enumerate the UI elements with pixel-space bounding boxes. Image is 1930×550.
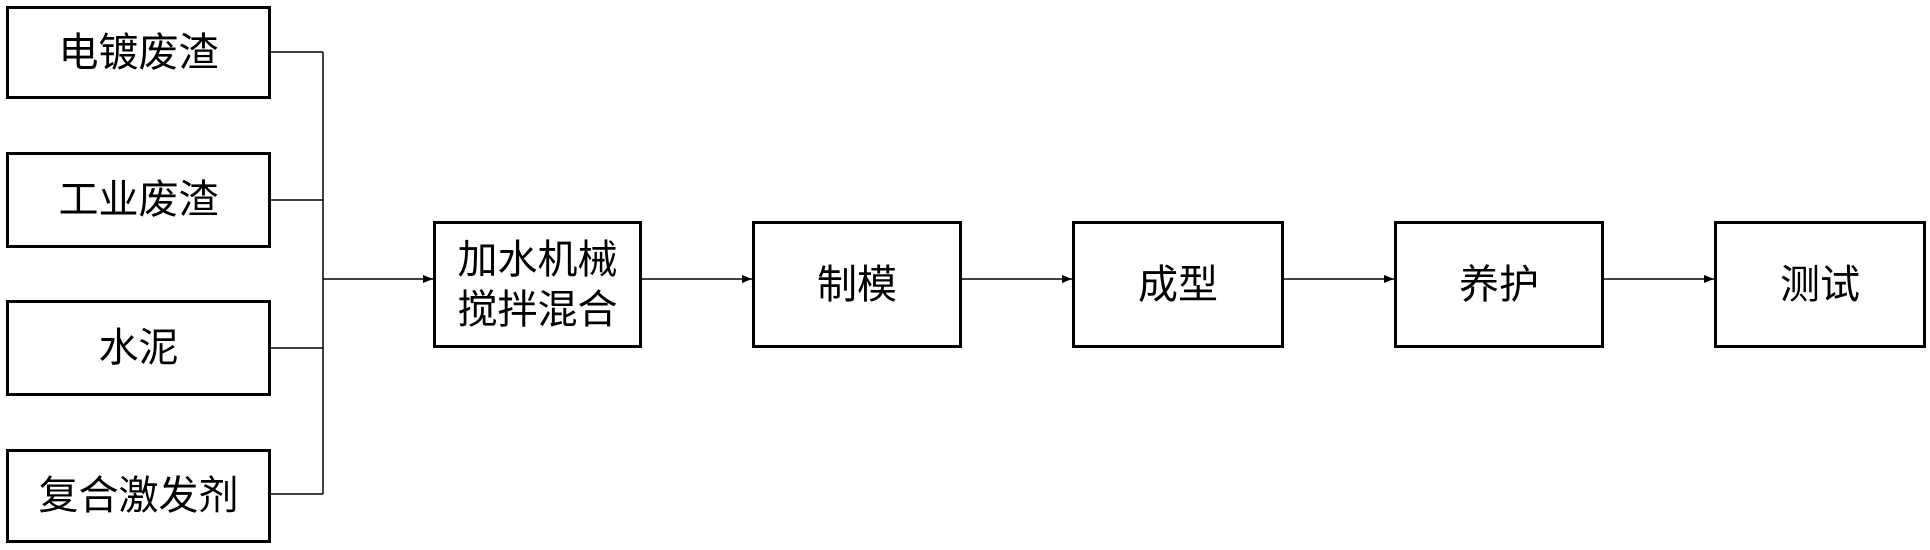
step-label: 制模 (817, 261, 897, 308)
step-box-molding: 制模 (752, 221, 962, 348)
step-label: 养护 (1459, 261, 1539, 308)
step-box-curing: 养护 (1394, 221, 1604, 348)
input-label: 复合激发剂 (38, 473, 239, 519)
input-box-cement: 水泥 (6, 300, 271, 396)
input-box-industrial-waste: 工业废渣 (6, 152, 271, 248)
input-label: 工业废渣 (58, 177, 219, 223)
step-box-mixing: 加水机械 搅拌混合 (433, 221, 642, 348)
input-label: 电镀废渣 (58, 29, 219, 76)
step-label-line-2: 搅拌混合 (457, 286, 618, 333)
step-box-testing: 测试 (1714, 221, 1926, 348)
step-label: 测试 (1780, 261, 1860, 308)
input-box-composite-activator: 复合激发剂 (6, 449, 271, 543)
step-label-line-1: 加水机械 (457, 236, 618, 283)
input-label: 水泥 (98, 325, 179, 371)
input-box-electroplating-waste: 电镀废渣 (6, 6, 271, 99)
step-box-forming: 成型 (1072, 221, 1284, 348)
step-label: 成型 (1138, 261, 1218, 308)
